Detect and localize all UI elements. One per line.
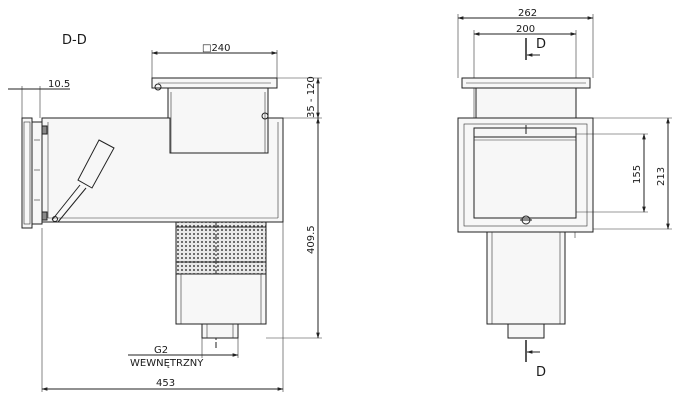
dim-height-range: 35 - 120 (277, 76, 322, 119)
front-view: 262 200 D (457, 8, 672, 380)
dim-height-range-label: 35 - 120 (306, 76, 317, 118)
section-marker-top-label: D (536, 37, 546, 52)
dim-top-square: □240 (151, 43, 278, 78)
dim-inner-height: 155 (576, 133, 648, 213)
dim-inner-height-label: 155 (632, 165, 643, 184)
dim-total-height-label: 409.5 (306, 225, 317, 254)
section-title: D-D (62, 33, 87, 48)
dim-total-width: 453 (41, 222, 284, 392)
lower-body (175, 273, 267, 325)
dim-inner-width-label: 200 (516, 24, 535, 35)
dim-outer-width: 262 (457, 8, 594, 78)
filter-basket-mesh (175, 221, 267, 275)
front-flange (21, 117, 33, 229)
outlet-pipe (201, 323, 239, 339)
thread-callout: G2 WEWNĘTRZNY (128, 338, 239, 369)
dim-outer-height-label: 213 (656, 167, 667, 186)
front-outlet (507, 323, 545, 339)
section-marker-top: D (525, 37, 546, 60)
bolt-right (261, 112, 269, 120)
dim-inner-width: 200 (473, 24, 577, 118)
dim-top-square-label: □240 (202, 43, 231, 54)
bolt-left (154, 83, 162, 91)
front-opening (473, 136, 577, 219)
dim-outer-width-label: 262 (518, 8, 537, 19)
dim-side-offset-label: 10.5 (48, 79, 70, 90)
weir-flap (51, 139, 115, 223)
section-marker-bottom-label: D (536, 365, 546, 380)
lid-column (167, 87, 269, 154)
thread-note: WEWNĘTRZNY (130, 358, 204, 369)
thread-label: G2 (154, 345, 168, 356)
front-lower-body (486, 231, 566, 325)
dim-outer-height: 213 (593, 117, 672, 230)
section-view: D-D □240 10.5 (8, 33, 322, 392)
dim-total-width-label: 453 (156, 378, 175, 389)
dim-side-offset: 10.5 (8, 79, 70, 118)
front-lid-column (475, 87, 577, 119)
section-marker-bottom: D (525, 340, 546, 380)
front-opening-top (473, 127, 577, 138)
dim-total-height: 409.5 (266, 117, 322, 339)
